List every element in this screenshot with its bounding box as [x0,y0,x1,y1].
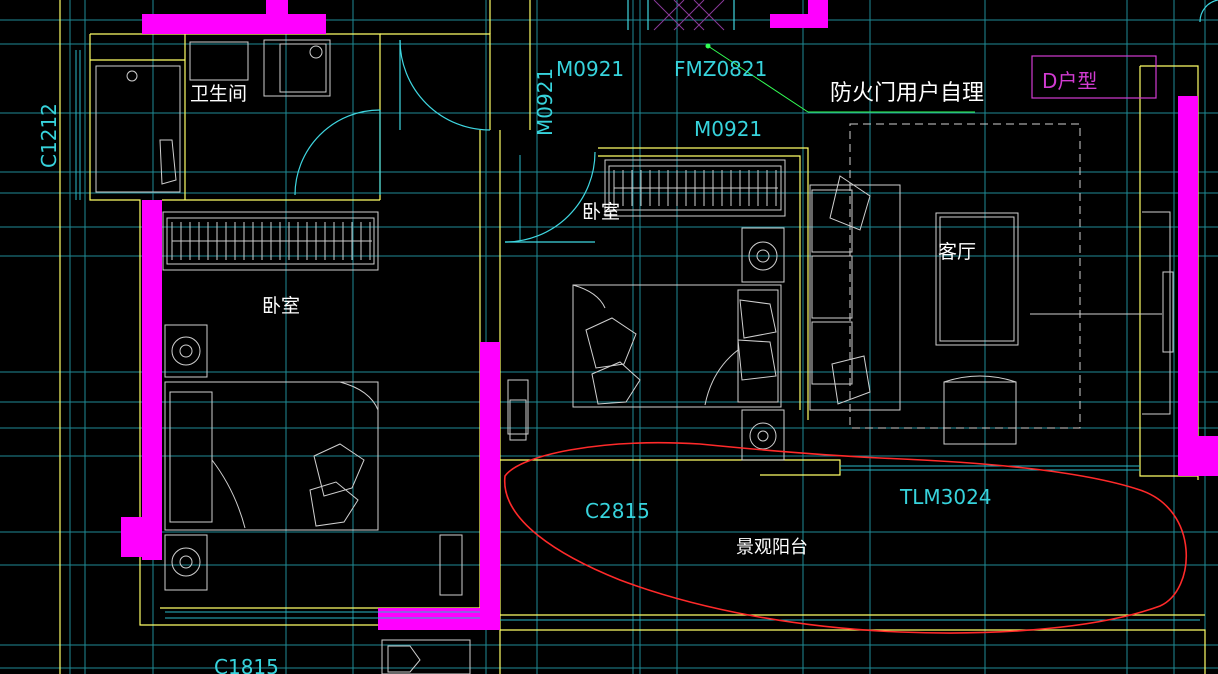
unit-type-box [1031,55,1157,99]
door-label-m0921-bedroom: M0921 [694,117,762,141]
door-label-fmz0821: FMZ0821 [674,57,767,81]
furniture [95,39,1174,674]
door-label-m0921-vertical: M0921 [533,68,557,136]
solid-walls [121,0,1218,630]
window-label-c2815: C2815 [585,499,650,523]
room-label-bathroom: 卫生间 [190,83,247,105]
room-label-balcony: 景观阳台 [736,537,808,558]
stair-hatch [653,0,725,31]
revision-cloud [504,441,1187,634]
door-label-m0921-top: M0921 [556,57,624,81]
door-label-tlm3024: TLM3024 [899,485,992,509]
room-label-bedroom-mid: 卧室 [582,201,620,223]
room-label-bedroom-left: 卧室 [262,295,300,317]
window-label-c1815: C1815 [214,655,279,674]
unit-type-tag: D户型 [1042,69,1097,93]
window-label-c1212: C1212 [37,103,61,168]
room-label-living: 客厅 [938,241,976,263]
fire-door-note: 防火门用户自理 [830,81,984,106]
door-swings [294,0,1218,243]
fire-door-leader [705,43,975,113]
window-lines [75,50,1200,621]
